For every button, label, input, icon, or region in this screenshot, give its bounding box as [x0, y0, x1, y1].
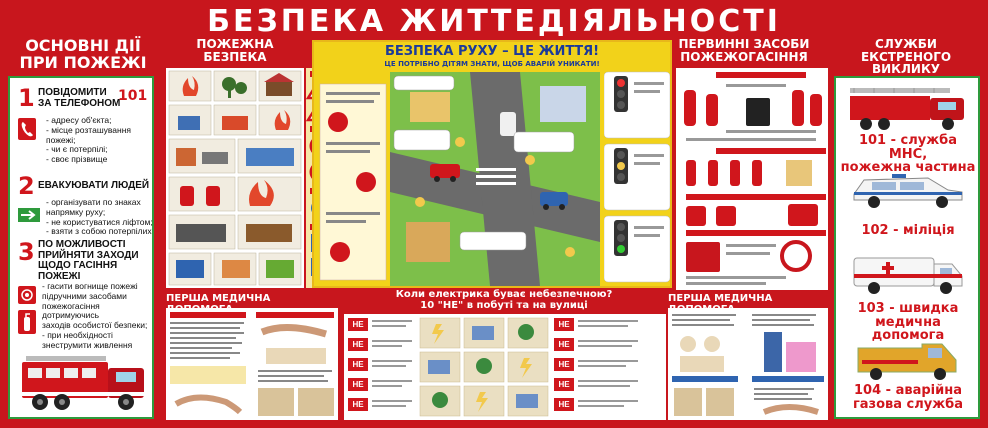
service-102: 102 - міліція	[861, 223, 955, 238]
ne-badge: НЕ	[348, 378, 368, 391]
electric-illustrations	[372, 317, 638, 417]
step-title: ПО МОЖЛИВОСТІ ПРИЙНЯТИ ЗАХОДИ ЩОДО ГАСІН…	[38, 239, 139, 282]
ne-badge: НЕ	[348, 398, 368, 411]
first-aid-right-panel	[668, 308, 828, 420]
step-number: 2	[18, 172, 35, 200]
electric-header: Коли електрика буває небезпечною? 10 "НЕ…	[395, 289, 613, 311]
ne-badge: НЕ	[554, 378, 574, 391]
arrow-right-icon	[18, 208, 40, 222]
service-103: 103 - швидка медична допомога	[857, 301, 959, 344]
phone-number: 101	[118, 88, 148, 104]
step-number: 3	[18, 238, 35, 266]
left-header: ОСНОВНІ ДІЇ ПРИ ПОЖЕЖІ	[19, 36, 147, 72]
extinguish-header: ПЕРВИННІ ЗАСОБИ ПОЖЕЖОГАСІННЯ	[678, 37, 810, 64]
fire-truck-illustration	[18, 348, 150, 414]
traffic-lights-illustration	[604, 71, 670, 283]
traffic-header: БЕЗПЕКА РУХУ – ЦЕ ЖИТТЯ!	[384, 44, 600, 59]
emergency-header: СЛУЖБИ ЕКСТРЕНОГО ВИКЛИКУ	[860, 37, 952, 77]
ne-badge: НЕ	[554, 338, 574, 351]
step-details: - адресу об'єкта; - місце розташування п…	[46, 115, 132, 165]
step-details: - гасити вогнище пожежі підручними засоб…	[42, 281, 148, 350]
traffic-info-column	[319, 83, 387, 281]
fire-safety-panel	[166, 68, 304, 288]
fire-ladder-truck-illustration	[850, 88, 964, 130]
service-101: 101 - служба МНС, пожежна частина	[840, 133, 976, 176]
ne-badge: НЕ	[348, 358, 368, 371]
step-details: - організувати по знаках напрямку руху; …	[46, 197, 153, 237]
ne-badge: НЕ	[554, 318, 574, 331]
first-aid-left-panel	[166, 308, 338, 420]
ambulance-illustration	[853, 257, 963, 294]
extinguisher-icon	[18, 310, 36, 334]
electric-panel: НЕ НЕ НЕ НЕ НЕ НЕ НЕ НЕ НЕ НЕ	[344, 314, 666, 420]
ne-badge: НЕ	[348, 318, 368, 331]
step-title: ПОВІДОМИТИ ЗА ТЕЛЕФОНОМ	[38, 87, 121, 109]
page-title: БЕЗПЕКА ЖИТТЕДІЯЛЬНОСТІ	[207, 4, 781, 39]
fire-hose-icon	[18, 286, 36, 304]
extinguish-panel	[676, 68, 828, 290]
ne-badge: НЕ	[554, 398, 574, 411]
police-car-illustration	[853, 174, 963, 208]
fire-safety-header: ПОЖЕЖНА БЕЗПЕКА	[196, 37, 274, 64]
step-title: ЕВАКУЮВАТИ ЛЮДЕЙ	[38, 180, 150, 191]
service-104: 104 - аварійна газова служба	[852, 383, 964, 412]
fire-actions-panel: 1 ПОВІДОМИТИ ЗА ТЕЛЕФОНОМ 101 - адресу о…	[8, 76, 154, 419]
gas-service-van-illustration	[857, 343, 957, 380]
traffic-subheader: ЦЕ ПОТРІБНО ДІТЯМ ЗНАТИ, ЩОБ АВАРІЙ УНИК…	[384, 60, 600, 68]
emergency-panel: 101 - служба МНС, пожежна частина 102 - …	[834, 76, 980, 419]
traffic-safety-panel: БЕЗПЕКА РУХУ – ЦЕ ЖИТТЯ! ЦЕ ПОТРІБНО ДІТ…	[312, 40, 672, 288]
step-number: 1	[18, 84, 35, 112]
ne-badge: НЕ	[554, 358, 574, 371]
phone-icon	[18, 118, 36, 140]
ne-badge: НЕ	[348, 338, 368, 351]
street-scene-illustration	[390, 72, 600, 286]
